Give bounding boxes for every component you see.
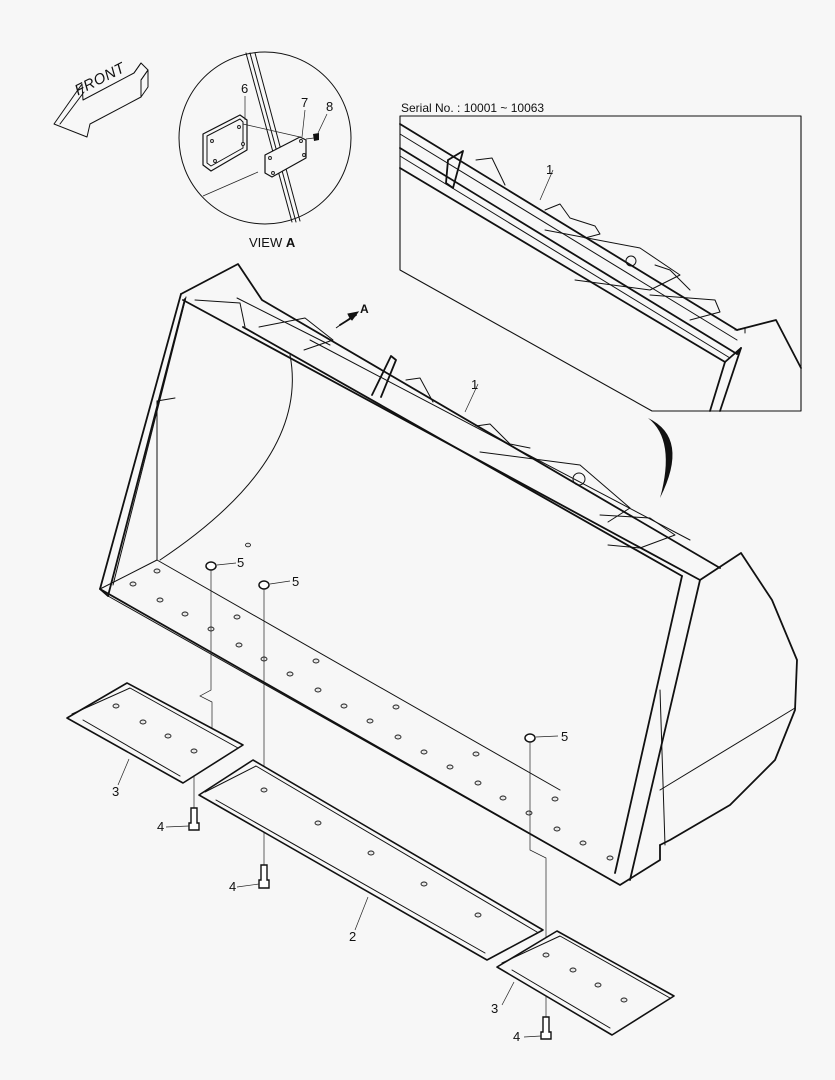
- view-a-letter: A: [285, 235, 296, 250]
- bucket-body: [99, 263, 798, 886]
- callout-6: 6: [241, 81, 249, 96]
- serial-number-note: Serial No. : 10001 ~ 10063: [401, 101, 545, 115]
- callout-5a: 5: [237, 555, 245, 570]
- callout-5b: 5: [292, 574, 300, 589]
- callout-1-main: 1: [471, 377, 479, 392]
- nut-icons: [205, 561, 559, 743]
- cutting-edge-3-left: [66, 682, 244, 786]
- callout-1-inset: 1: [546, 162, 554, 177]
- view-a-label: VIEW A: [249, 235, 295, 250]
- callout-2: 2: [349, 929, 357, 944]
- bolt-icons: [165, 807, 552, 1040]
- callout-5c: 5: [561, 729, 569, 744]
- serial-inset: [399, 115, 802, 498]
- callout-8: 8: [326, 99, 334, 114]
- callout-7: 7: [301, 95, 309, 110]
- cutting-edge-3-right: [496, 930, 675, 1036]
- cutting-edge-2: [198, 759, 544, 961]
- callout-3-right: 3: [491, 1001, 499, 1016]
- front-arrow-icon: [53, 62, 149, 138]
- callout-4b: 4: [229, 879, 237, 894]
- callout-4c: 4: [513, 1029, 521, 1044]
- callout-4a: 4: [157, 819, 165, 834]
- view-a-prefix: VIEW: [249, 235, 283, 250]
- view-arrow-a-label: A: [360, 302, 369, 316]
- view-a-detail: [178, 51, 352, 225]
- callout-3-left: 3: [112, 784, 120, 799]
- bucket-holes: [129, 542, 614, 861]
